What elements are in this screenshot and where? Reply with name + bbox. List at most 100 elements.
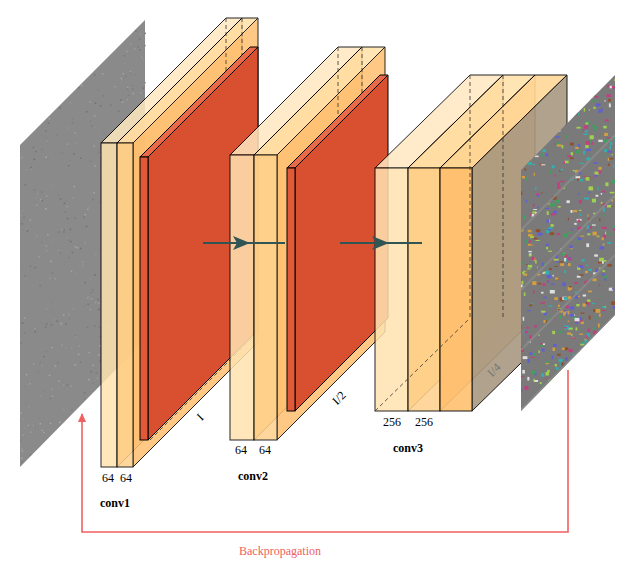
box-front <box>117 143 133 467</box>
noise-dot <box>532 281 536 285</box>
noise-dot <box>27 230 29 232</box>
noise-dot <box>583 151 585 155</box>
noise-dot <box>573 81 578 84</box>
noise-dot <box>70 229 72 231</box>
noise-dot <box>592 224 596 225</box>
noise-dot <box>541 87 543 90</box>
noise-dot <box>545 208 549 209</box>
noise-dot <box>122 73 124 75</box>
noise-dot <box>547 73 550 76</box>
noise-dot <box>103 95 105 97</box>
noise-dot <box>608 151 612 153</box>
noise-dot <box>616 378 619 382</box>
noise-dot <box>541 373 544 376</box>
noise-dot <box>554 297 558 300</box>
noise-dot <box>90 222 92 224</box>
noise-dot <box>78 354 80 356</box>
noise-dot <box>527 377 529 381</box>
channel-count: 64 <box>120 472 132 484</box>
noise-dot <box>69 318 71 320</box>
noise-dot <box>85 96 87 98</box>
noise-dot <box>603 208 605 212</box>
noise-dot <box>84 216 86 218</box>
noise-dot <box>127 88 129 90</box>
noise-dot <box>597 408 598 410</box>
noise-dot <box>615 101 616 103</box>
noise-dot <box>62 152 64 154</box>
noise-dot <box>520 324 521 328</box>
noise-dot <box>46 137 48 139</box>
noise-dot <box>91 125 93 127</box>
noise-dot <box>592 125 597 127</box>
noise-dot <box>546 372 549 376</box>
noise-dot <box>564 297 568 300</box>
noise-dot <box>541 164 546 165</box>
tile-divider <box>521 195 615 290</box>
noise-dot <box>41 200 43 202</box>
noise-dot <box>30 432 32 434</box>
noise-dot <box>85 260 87 262</box>
noise-dot <box>22 450 24 452</box>
noise-dot <box>579 179 583 181</box>
noise-dot <box>89 352 91 354</box>
noise-dot <box>594 127 597 130</box>
noise-dot <box>612 372 616 376</box>
output-image <box>515 70 623 419</box>
noise-dot <box>521 376 525 377</box>
noise-dot <box>45 351 47 353</box>
noise-dot <box>542 384 543 386</box>
noise-dot <box>566 135 567 139</box>
noise-dot <box>40 199 42 201</box>
noise-dot <box>533 209 537 210</box>
noise-dot <box>30 454 32 456</box>
noise-dot <box>609 335 611 336</box>
noise-dot <box>30 219 32 221</box>
noise-dot <box>539 343 542 344</box>
noise-dot <box>592 347 596 351</box>
noise-dot <box>54 319 56 321</box>
noise-dot <box>587 71 591 74</box>
noise-dot <box>559 331 563 334</box>
noise-dot <box>578 413 581 416</box>
noise-dot <box>528 251 532 252</box>
noise-dot <box>52 272 54 274</box>
noise-dot <box>23 435 25 437</box>
noise-dot <box>132 88 134 90</box>
noise-dot <box>25 184 27 186</box>
noise-dot <box>579 274 583 275</box>
noise-dot <box>72 119 74 121</box>
noise-dot <box>576 95 579 97</box>
noise-dot <box>605 182 608 186</box>
size-label: I <box>194 411 205 422</box>
noise-dot <box>553 404 558 407</box>
noise-dot <box>88 201 90 203</box>
noise-dot <box>577 239 578 243</box>
noise-dot <box>531 97 536 100</box>
noise-dot <box>20 342 22 344</box>
noise-dot <box>67 389 69 391</box>
noise-dot <box>528 412 532 415</box>
noise-dot <box>96 372 98 374</box>
noise-dot <box>550 203 555 206</box>
noise-dot <box>554 175 556 177</box>
noise-dot <box>522 370 525 374</box>
noise-dot <box>536 240 540 241</box>
noise-dot <box>24 275 26 277</box>
noise-dot <box>22 461 24 463</box>
noise-dot <box>77 247 79 249</box>
noise-dot <box>541 311 545 313</box>
noise-dot <box>540 302 545 304</box>
noise-dot <box>20 271 22 273</box>
noise-dot <box>560 315 562 319</box>
noise-dot <box>592 367 597 370</box>
noise-dot <box>588 291 592 293</box>
noise-dot <box>591 142 593 145</box>
noise-dot <box>593 232 597 236</box>
noise-dot <box>549 268 552 270</box>
noise-dot <box>99 248 101 250</box>
noise-dot <box>595 96 598 98</box>
noise-dot <box>550 133 554 135</box>
noise-dot <box>96 171 98 173</box>
noise-dot <box>518 258 521 259</box>
noise-dot <box>596 394 599 396</box>
